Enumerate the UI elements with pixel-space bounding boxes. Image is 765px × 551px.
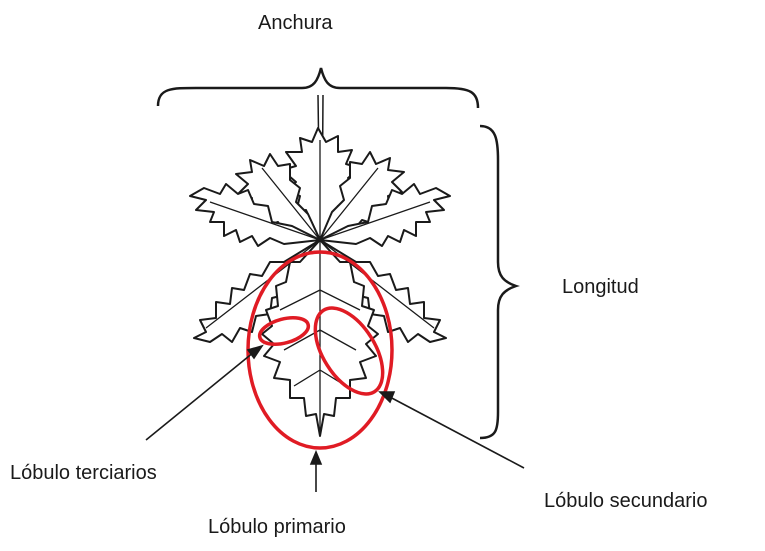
leaf-illustration: [190, 128, 450, 436]
length-label: Longitud: [562, 276, 639, 299]
width-label: Anchura: [258, 12, 333, 35]
secondary-lobe-arrow: [388, 396, 524, 468]
tertiary-lobe-label: Lóbulo terciarios: [10, 462, 157, 485]
length-brace: [480, 126, 516, 438]
tertiary-lobe-arrow: [146, 352, 254, 440]
secondary-lobe-label: Lóbulo secundario: [544, 490, 707, 513]
primary-lobe-label: Lóbulo primario: [208, 516, 346, 539]
